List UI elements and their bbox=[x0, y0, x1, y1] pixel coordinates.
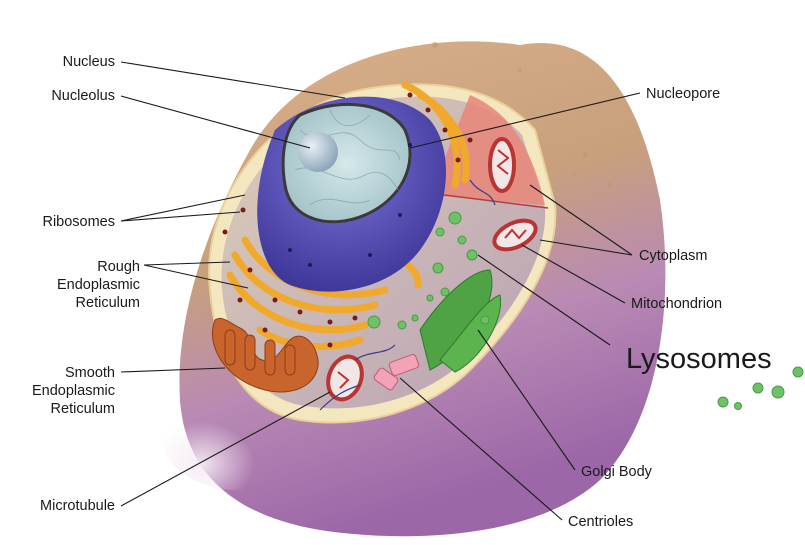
label-mitochondrion: Mitochondrion bbox=[631, 295, 722, 313]
label-microtubule: Microtubule bbox=[40, 497, 115, 515]
label-rough-er: Rough Endoplasmic Reticulum bbox=[57, 258, 140, 312]
label-smooth-er-line3: Reticulum bbox=[32, 400, 115, 418]
label-nucleopore: Nucleopore bbox=[646, 85, 720, 103]
label-rough-er-line1: Rough bbox=[57, 258, 140, 276]
label-golgi-body: Golgi Body bbox=[581, 463, 652, 481]
label-cytoplasm: Cytoplasm bbox=[639, 247, 708, 265]
nucleolus-body bbox=[298, 132, 338, 172]
label-rough-er-line2: Endoplasmic bbox=[57, 276, 140, 294]
label-nucleus: Nucleus bbox=[63, 53, 115, 71]
label-smooth-er: Smooth Endoplasmic Reticulum bbox=[32, 364, 115, 418]
label-smooth-er-line2: Endoplasmic bbox=[32, 382, 115, 400]
label-ribosomes: Ribosomes bbox=[42, 213, 115, 231]
label-rough-er-line3: Reticulum bbox=[57, 294, 140, 312]
label-centrioles: Centrioles bbox=[568, 513, 633, 531]
label-lysosomes: Lysosomes bbox=[626, 343, 772, 375]
label-smooth-er-line1: Smooth bbox=[32, 364, 115, 382]
label-nucleolus: Nucleolus bbox=[51, 87, 115, 105]
